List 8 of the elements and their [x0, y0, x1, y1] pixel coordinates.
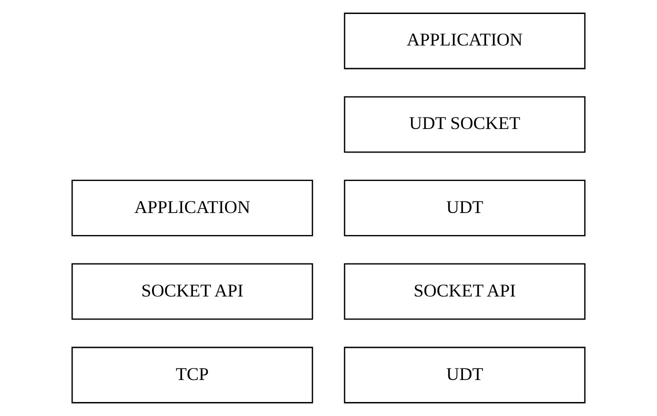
node-box: TCP [72, 346, 314, 404]
node-box: SOCKET API [344, 263, 586, 320]
node-box: UDT [344, 180, 586, 236]
node-box: APPLICATION [344, 12, 586, 70]
node-box: UDT SOCKET [344, 96, 586, 153]
node-box: SOCKET API [72, 263, 314, 320]
node-box: APPLICATION [72, 180, 314, 236]
node-box: UDT [344, 346, 586, 404]
